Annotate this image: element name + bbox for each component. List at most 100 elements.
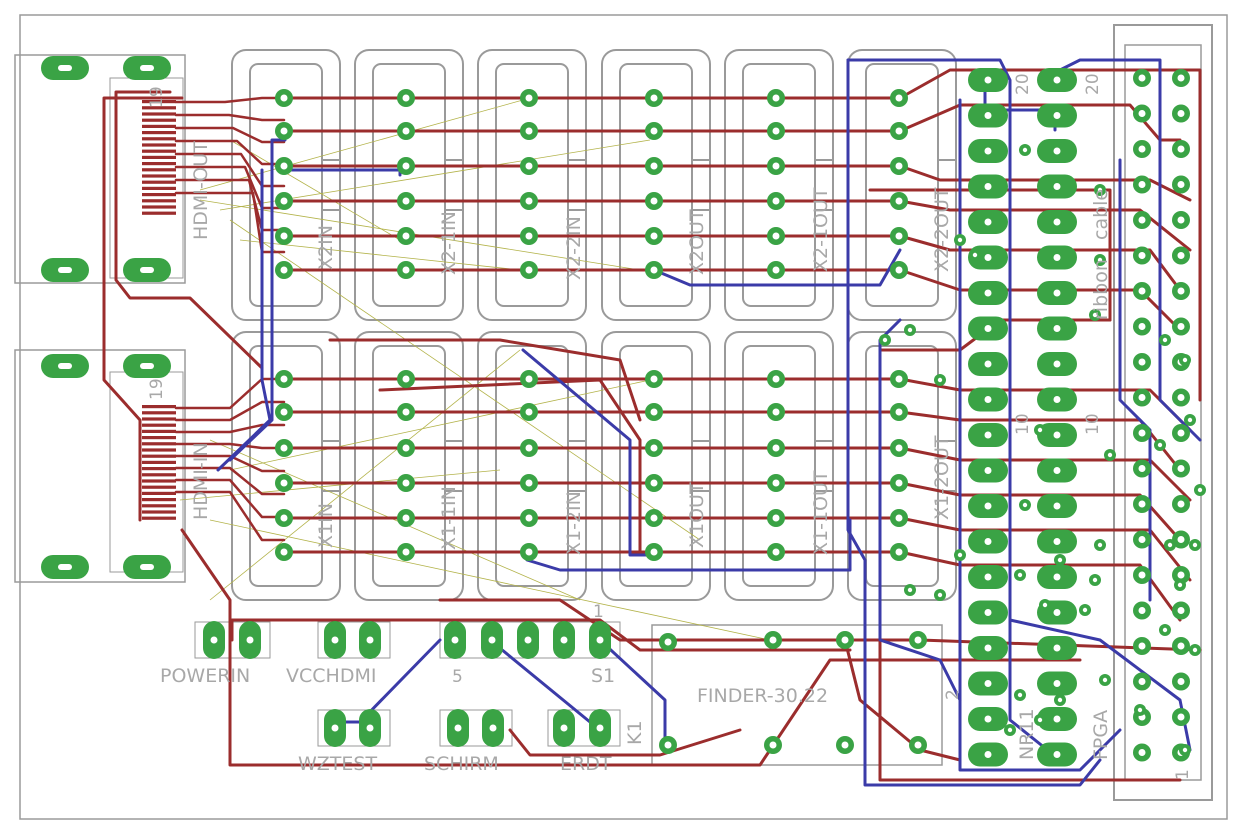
- pad-hole: [280, 479, 288, 487]
- trace-power: [230, 618, 852, 652]
- airwires: [179, 97, 771, 641]
- trace-mid-1: [868, 188, 1112, 322]
- airwire: [209, 349, 521, 601]
- pad-hole: [525, 479, 533, 487]
- label-num-2: 2: [943, 689, 963, 700]
- trace-hdmi-in: [174, 454, 286, 473]
- trace-bottom-15: [598, 638, 667, 747]
- label-ribbon: ribbon: [1090, 259, 1112, 320]
- hdmi-out-outline: [14, 54, 186, 284]
- pad-hole: [402, 162, 410, 170]
- hdmi-in-finger: [142, 479, 176, 483]
- label-hdmi-pin19-bottom: 19: [147, 378, 167, 400]
- via-hole: [957, 552, 963, 558]
- pad-hole: [525, 197, 533, 205]
- pad-hole: [1053, 218, 1061, 226]
- pad-hole: [210, 636, 218, 644]
- pad-hole: [650, 232, 658, 240]
- airwire: [229, 139, 401, 241]
- hdmi-in-body: [109, 371, 184, 573]
- header-outline: [601, 49, 711, 321]
- airwire: [209, 439, 581, 601]
- pad-hole: [1177, 500, 1185, 508]
- hdmi-in-finger: [142, 485, 176, 489]
- pad-hole: [1177, 571, 1185, 579]
- pad-hole: [984, 360, 992, 368]
- pad-hole: [984, 289, 992, 297]
- pad-hole: [984, 183, 992, 190]
- trace-finder: [843, 638, 962, 762]
- label-num-1: 1: [1173, 769, 1193, 780]
- trace-bottom-14: [488, 638, 592, 724]
- pad-hole: [560, 724, 568, 732]
- trace-diag-2: [378, 378, 662, 557]
- trace-hdmi-in: [174, 423, 286, 434]
- hdmi-in-finger: [142, 504, 176, 508]
- pad-hole: [1138, 607, 1146, 614]
- pad-hole: [895, 408, 903, 416]
- pad-hole: [984, 680, 992, 687]
- pad-hole: [664, 638, 672, 646]
- pad-hole: [525, 162, 533, 170]
- pad-hole: [1177, 252, 1185, 259]
- pad-hole: [280, 514, 288, 522]
- pad-hole: [525, 266, 533, 274]
- pad-hole: [402, 197, 410, 205]
- pad-hole: [489, 724, 497, 732]
- via-hole: [1057, 557, 1063, 563]
- via-hole: [1162, 337, 1168, 343]
- trace-bottom-1: [284, 168, 402, 177]
- pad-hole: [895, 94, 903, 102]
- pad-hole: [1053, 112, 1061, 119]
- airwire: [239, 239, 521, 271]
- label-s1-pin1: 1: [593, 602, 604, 622]
- hdmi-out-finger: [142, 137, 176, 141]
- hdmi-in-finger: [142, 498, 176, 502]
- via-hole: [1017, 692, 1023, 698]
- label-x1-2in: X1-2IN: [563, 491, 585, 555]
- pad-hole: [1138, 500, 1146, 508]
- pad-hole: [402, 266, 410, 274]
- pad-hole: [140, 564, 154, 570]
- pad-hole: [772, 232, 780, 240]
- trace-bottom-11: [1038, 58, 1202, 442]
- finder-outline: [651, 624, 943, 766]
- pad-hole: [1177, 323, 1185, 330]
- pad-hole: [984, 431, 992, 439]
- via-hole: [1017, 572, 1023, 578]
- bottom-copper-traces: [216, 58, 1202, 787]
- pad-hole: [772, 444, 780, 452]
- label-hdmi-in: HDMI-IN: [190, 442, 212, 520]
- pad-hole: [140, 65, 154, 71]
- hdmi-out-finger: [142, 205, 176, 209]
- pad-hole: [402, 548, 410, 556]
- pad-hole: [984, 609, 992, 616]
- pad-hole: [1053, 609, 1061, 616]
- pad-hole: [1138, 216, 1146, 224]
- trace-hdmi-loop: [102, 96, 184, 522]
- label-schirm: SCHIRM: [424, 753, 499, 775]
- pad-hole: [984, 112, 992, 119]
- hdmi-out-finger: [142, 155, 176, 159]
- pad-hole: [1053, 289, 1061, 297]
- pad-hole: [984, 502, 992, 510]
- label-nr11: NR11: [1016, 708, 1038, 760]
- label-x2in: X2IN: [315, 225, 337, 270]
- pad-hole: [1053, 538, 1061, 545]
- pad-hole: [1053, 573, 1061, 581]
- via-hole: [1177, 582, 1183, 588]
- trace-bottom-5: [525, 518, 852, 572]
- pad-hole: [1138, 678, 1146, 685]
- trace-hdmi-out: [174, 113, 286, 122]
- pad-hole: [1138, 145, 1146, 153]
- hdmi-out-finger: [142, 118, 176, 122]
- label-wztest: WZTEST: [298, 753, 377, 775]
- via-hole: [1057, 697, 1063, 703]
- pad-hole: [58, 363, 72, 369]
- pad-hole: [772, 408, 780, 416]
- trace-bottom-9: [958, 98, 1122, 772]
- hdmi-out-finger: [142, 211, 176, 215]
- pad-hole: [984, 218, 992, 226]
- header-outline: [601, 331, 711, 601]
- pad-hole: [280, 375, 288, 383]
